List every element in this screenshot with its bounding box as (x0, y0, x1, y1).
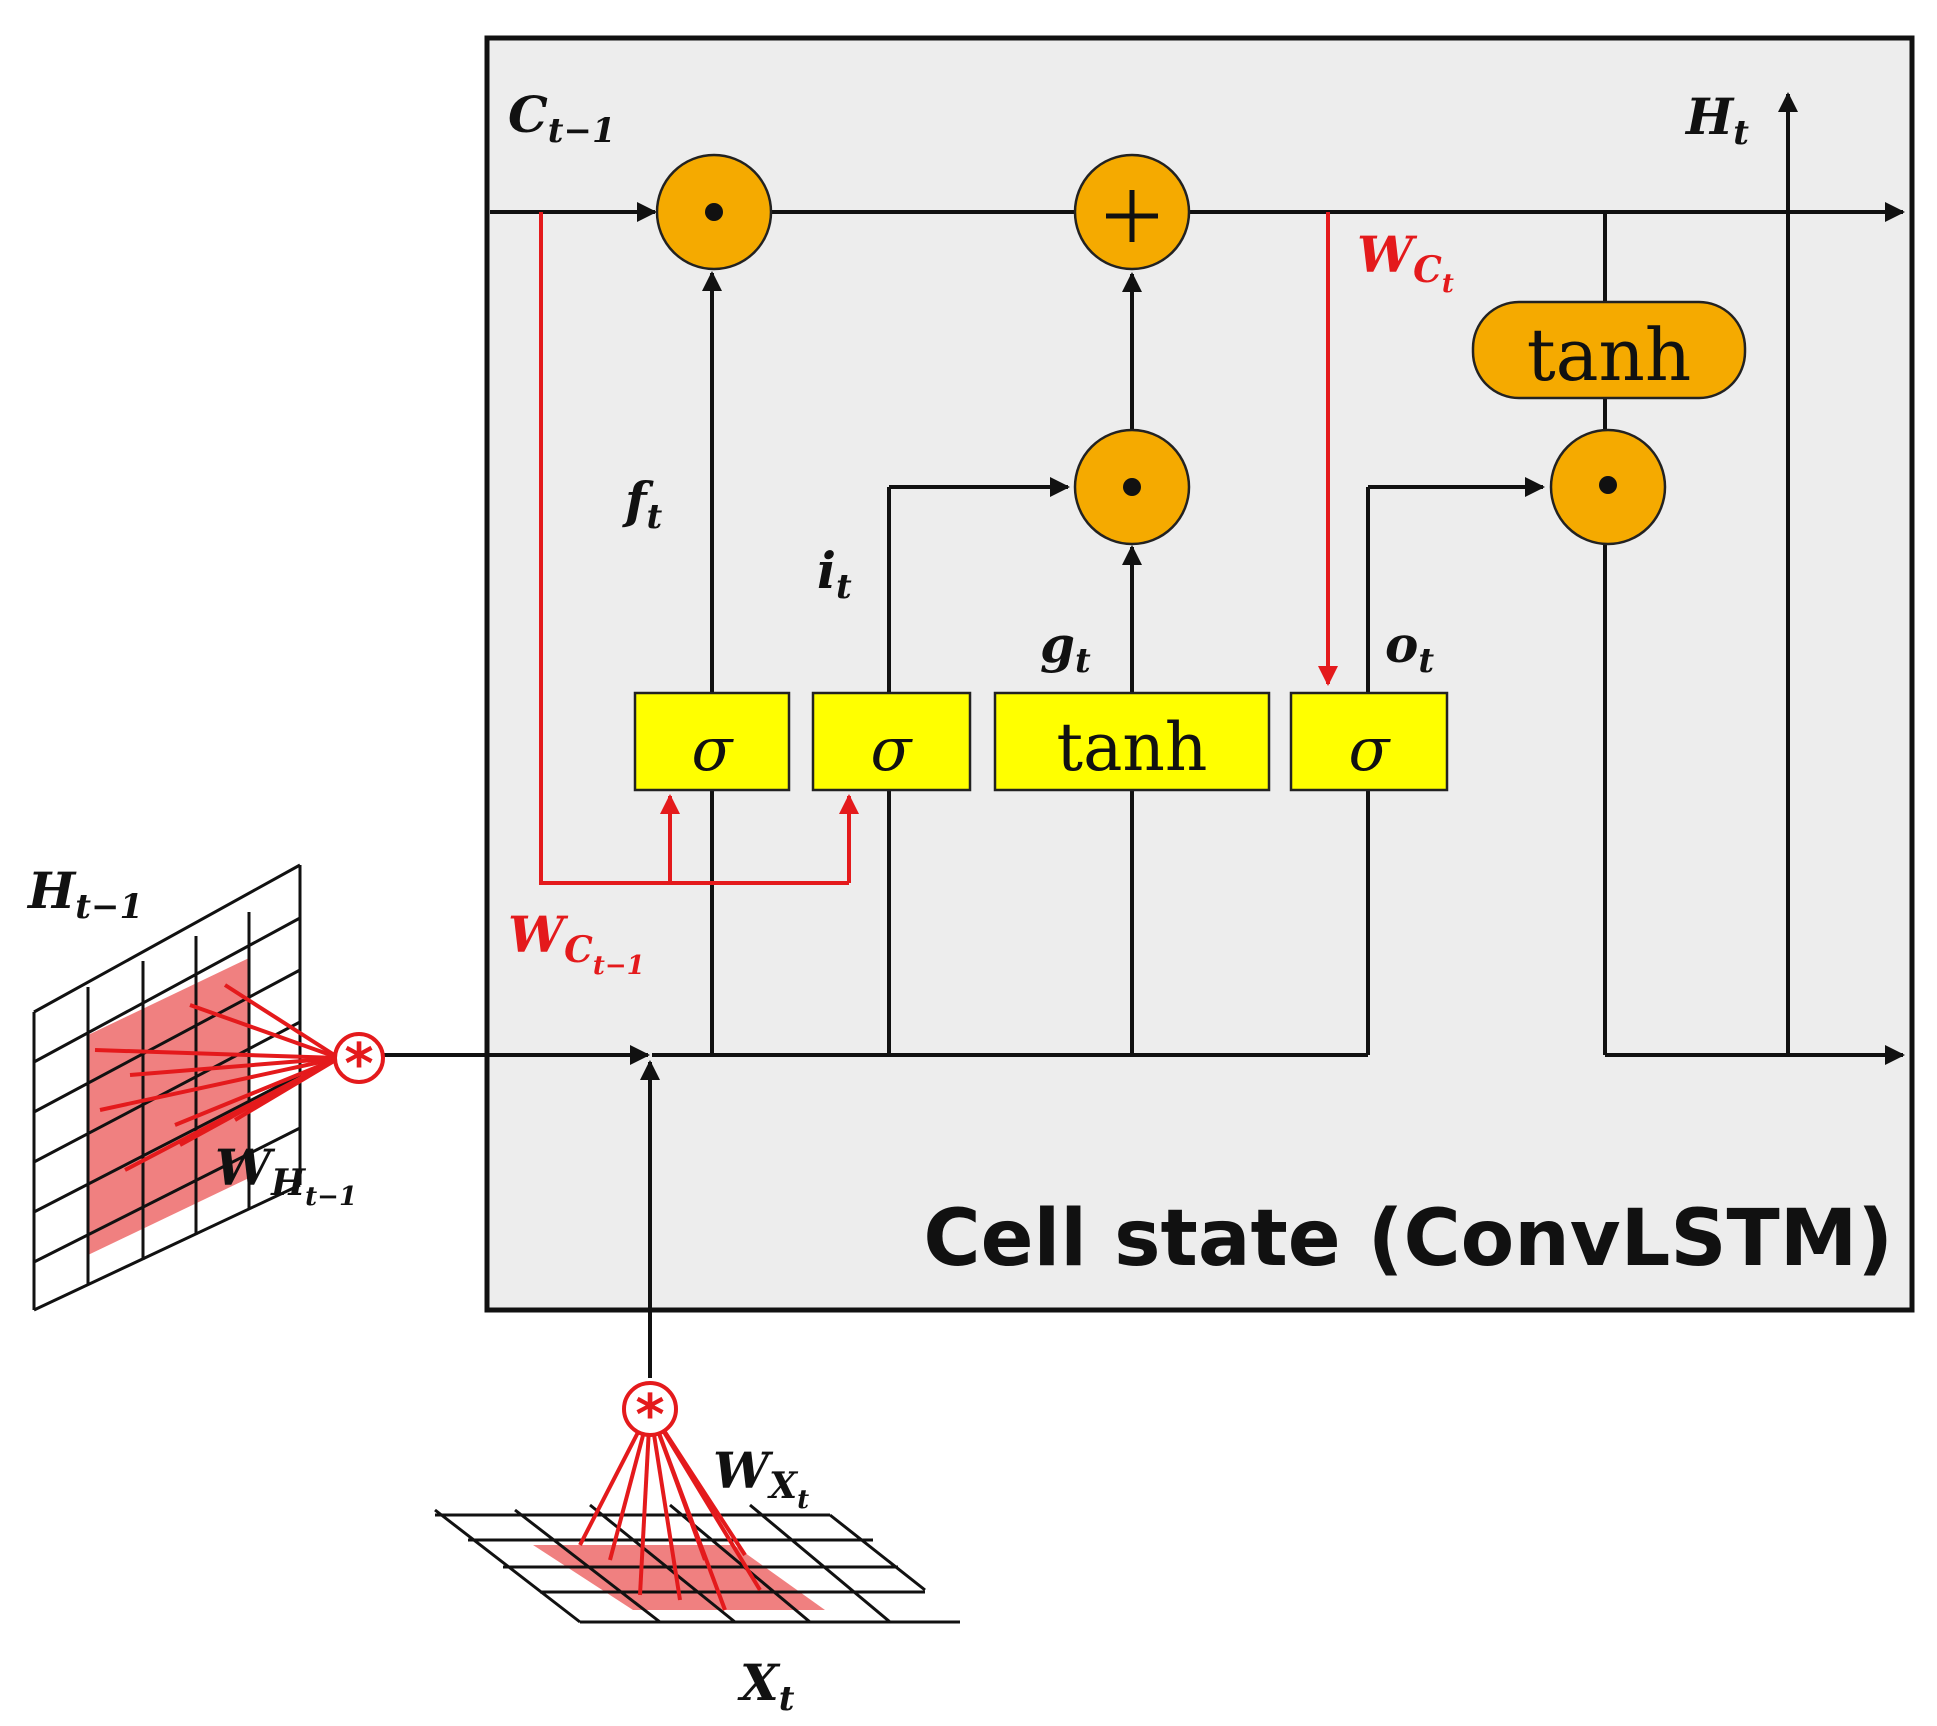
conv-operator-h: * (344, 1032, 373, 1097)
cell-title: Cell state (ConvLSTM) (923, 1194, 1893, 1284)
label-h-out: Ht (1684, 87, 1749, 153)
cell-state-lines (490, 92, 1905, 1065)
peephole-lines (539, 212, 1338, 885)
label-x-t: Xt (737, 1653, 795, 1719)
input-grid: * (434, 1381, 960, 1624)
candidate-gate: tanh (993, 691, 1271, 792)
label-o-t: ot (1385, 615, 1434, 681)
label-i-t: it (817, 541, 852, 607)
label-w-hprev: WHt−1 (215, 1138, 357, 1212)
label-g-t: gt (1040, 615, 1091, 681)
svg-text:σ: σ (692, 715, 735, 785)
svg-text:tanh: tanh (1057, 709, 1208, 786)
output-gate: σ (1289, 691, 1449, 792)
svg-text:σ: σ (1349, 715, 1392, 785)
label-w-cprev: WCt−1 (508, 905, 645, 981)
conv-operator-x: * (635, 1383, 664, 1448)
cell-tanh-activation: tanh (1471, 300, 1747, 400)
label-h-prev: Ht−1 (26, 861, 143, 927)
gate-input-lines (376, 271, 1545, 1378)
svg-text:tanh: tanh (1527, 313, 1692, 397)
forget-gate: σ (633, 691, 791, 792)
output-multiply-operator (1549, 428, 1667, 546)
cell-add-operator (1073, 153, 1191, 271)
input-multiply-operator (1073, 428, 1191, 546)
label-c-prev: Ct−1 (508, 85, 616, 151)
svg-text:σ: σ (871, 715, 914, 785)
input-gate: σ (811, 691, 972, 792)
label-w-xt: WXt (713, 1441, 809, 1515)
hidden-state-grid: * (32, 863, 385, 1312)
forget-multiply-operator (655, 153, 773, 271)
label-w-ct: WCt (1357, 225, 1454, 299)
